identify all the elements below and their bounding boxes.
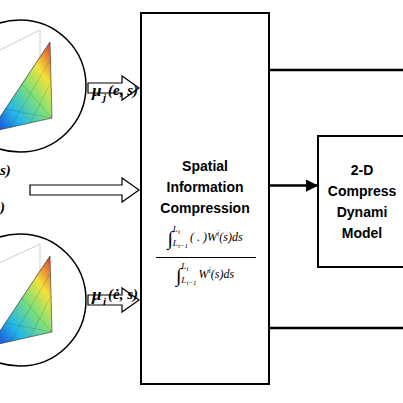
formula-text: (s)ds	[211, 267, 234, 281]
limit-subscript: i	[178, 228, 180, 236]
output-line	[270, 69, 403, 72]
signal-label: μ	[92, 82, 101, 99]
hollow-arrow	[30, 178, 139, 202]
box-title: 2-D Compress Dynami Model	[319, 160, 403, 244]
formula-line: ∫LiLi−1( . )Wi(s)ds	[142, 224, 268, 252]
formula-text: (s)ds	[219, 230, 242, 244]
signal-label: (e, s)	[108, 83, 138, 98]
limit: Li−1	[181, 275, 196, 289]
surface-plot-circle	[0, 20, 86, 152]
limit: Li	[173, 224, 188, 238]
fraction-bar	[156, 257, 256, 258]
integral-limits: LiLi−1	[181, 261, 196, 289]
signal-label: s)	[0, 163, 11, 178]
limit-symbol: L	[181, 261, 186, 271]
limit-subscript: i−1	[186, 279, 196, 287]
process-box: 2-D Compress Dynami Model	[317, 135, 403, 268]
surface	[0, 42, 52, 132]
limit: Li	[181, 261, 196, 275]
plot-circle	[0, 20, 86, 152]
signal-subscript: i	[103, 296, 106, 307]
integral-sign: ∫	[167, 227, 172, 249]
formula-superscript: i	[217, 229, 219, 238]
surface	[0, 256, 52, 346]
hollow-arrow	[88, 76, 139, 100]
signal-label: (ė, s)	[108, 287, 138, 302]
surface-plot-circle	[0, 234, 86, 366]
formula-text: ( . )W	[190, 230, 217, 244]
integral-limits: LiLi−1	[173, 224, 188, 252]
formula-line: ∫LiLi−1Wi(s)ds	[142, 261, 268, 289]
flow-arrow	[270, 184, 317, 187]
formula-text: W	[199, 267, 209, 281]
surface-plot	[0, 30, 52, 132]
plot-circle	[0, 234, 86, 366]
signal-label: μ	[92, 286, 101, 303]
limit-subscript: i	[186, 265, 188, 273]
integral-sign: ∫	[176, 264, 181, 286]
limit-symbol: L	[173, 238, 178, 248]
signal-subscript: j	[103, 92, 106, 103]
surface-mesh	[0, 256, 52, 346]
box-title: Spatial Information Compression	[157, 156, 253, 219]
output-line	[270, 327, 403, 330]
signal-label: )	[0, 200, 5, 215]
formula-superscript: i	[209, 266, 211, 275]
limit: Li−1	[173, 238, 188, 252]
limit-symbol: L	[181, 275, 186, 285]
surface-plot	[0, 244, 52, 346]
process-box: Spatial Information Compression∫LiLi−1( …	[140, 12, 270, 385]
limit-symbol: L	[173, 224, 178, 234]
surface-mesh	[0, 42, 52, 132]
limit-subscript: i−1	[178, 242, 188, 250]
box-body: 2-D Compress Dynami Model	[319, 137, 403, 266]
